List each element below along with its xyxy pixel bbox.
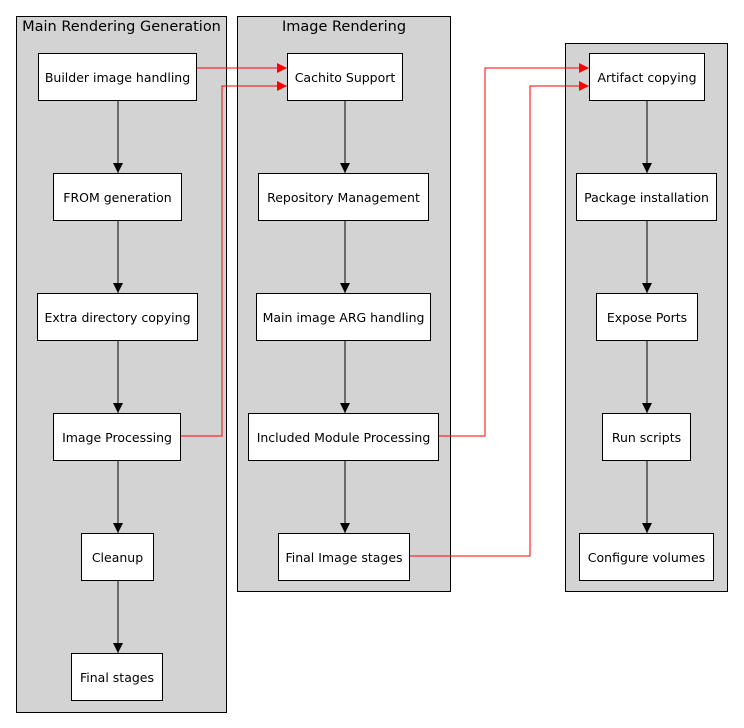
cluster-title: Main Rendering Generation [22, 19, 221, 35]
node-final-image-stages: Final Image stages [278, 533, 410, 581]
node-package-installation: Package installation [576, 173, 717, 221]
node-included-module-processing: Included Module Processing [248, 413, 439, 461]
cluster-title: Image Rendering [281, 19, 407, 35]
node-from-generation: FROM generation [53, 173, 182, 221]
node-main-image-arg-handling: Main image ARG handling [256, 293, 431, 341]
node-image-processing: Image Processing [53, 413, 181, 461]
node-builder-image-handling: Builder image handling [38, 53, 197, 101]
node-run-scripts: Run scripts [602, 413, 691, 461]
cluster-main-rendering-generation: Main Rendering Generation [16, 16, 227, 713]
node-cachito-support: Cachito Support [287, 53, 403, 101]
node-expose-ports: Expose Ports [596, 293, 698, 341]
node-configure-volumes: Configure volumes [579, 533, 714, 581]
node-artifact-copying: Artifact copying [589, 53, 705, 101]
node-repository-management: Repository Management [258, 173, 429, 221]
node-extra-directory-copying: Extra directory copying [37, 293, 198, 341]
node-final-stages: Final stages [71, 653, 163, 701]
node-cleanup: Cleanup [81, 533, 154, 581]
